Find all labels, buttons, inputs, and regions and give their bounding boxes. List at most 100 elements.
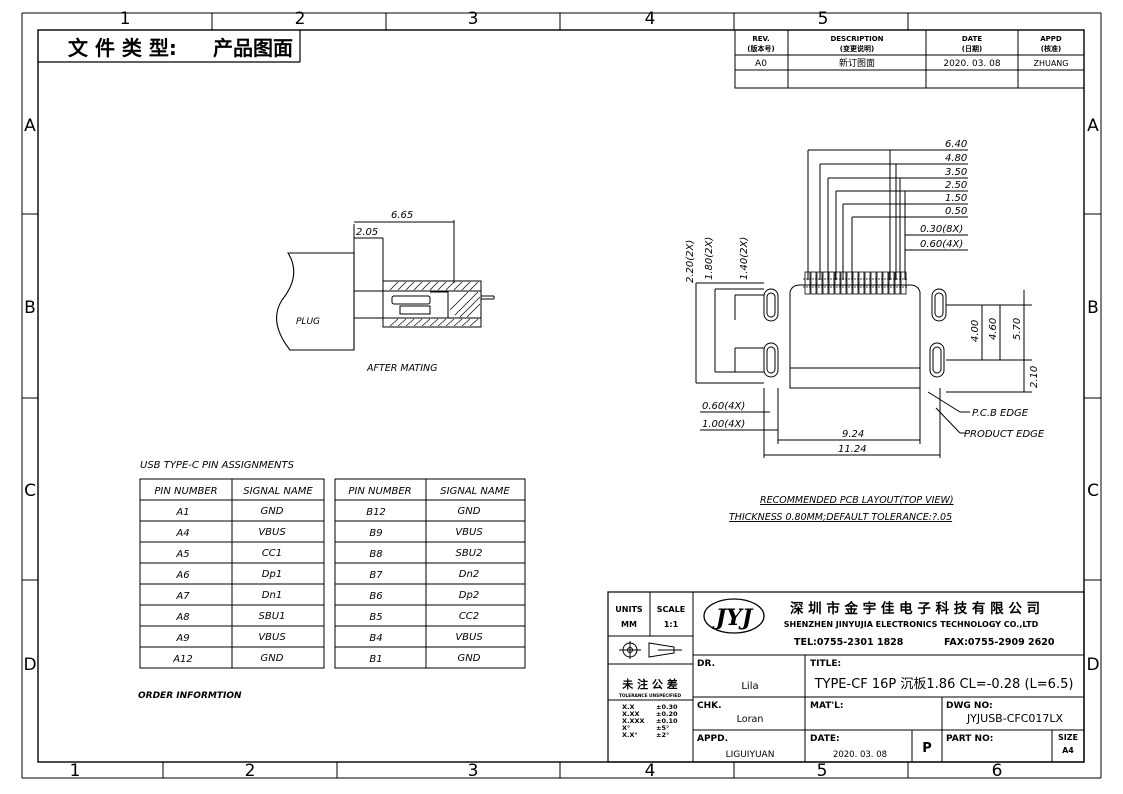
pcb-dim-5-70: 5.70 bbox=[1012, 318, 1023, 340]
after-mating-view bbox=[276, 220, 495, 351]
chk-value: Loran bbox=[737, 714, 764, 725]
pcb-layout bbox=[695, 149, 1032, 458]
revision-table: REV. (版本号) DESCRIPTION (变更说明) DATE (日期) … bbox=[734, 29, 1085, 89]
left-pin-3: A5 bbox=[175, 549, 189, 560]
right-pin-1: B12 bbox=[366, 507, 386, 518]
pcb-dim-2-10: 2.10 bbox=[1029, 366, 1040, 388]
title-block: UNITS MM SCALE 1:1 JYJ 深 圳 市 金 宇 佳 电 子 科… bbox=[607, 591, 1085, 763]
tol-val-3: ±0.10 bbox=[656, 717, 678, 725]
zone-top-3: 3 bbox=[468, 9, 479, 29]
right-pin-4: B7 bbox=[369, 570, 383, 581]
pcb-dim-4-60: 4.60 bbox=[988, 318, 999, 340]
date-value: 2020. 03. 08 bbox=[943, 59, 1001, 69]
right-sig-1: GND bbox=[458, 506, 481, 517]
pcb-dim-11-24: 11.24 bbox=[838, 444, 867, 455]
scale-label: SCALE bbox=[657, 605, 685, 614]
date-value: 2020. 03. 08 bbox=[833, 750, 887, 760]
appd-value: ZHUANG bbox=[1033, 59, 1068, 68]
zone-bottom-2: 2 bbox=[245, 761, 256, 781]
right-sig-5: Dp2 bbox=[459, 590, 479, 601]
zone-bottom-3: 3 bbox=[468, 761, 479, 781]
company-name-en: SHENZHEN JINYUJIA ELECTRONICS TECHNOLOGY… bbox=[784, 620, 1039, 629]
pcb-dim-3-50: 3.50 bbox=[945, 167, 967, 178]
product-edge-label: PRODUCT EDGE bbox=[964, 429, 1045, 440]
pcb-dim-1-80: 1.80(2X) bbox=[704, 237, 715, 280]
desc-value: 新订图面 bbox=[839, 57, 875, 69]
tol-val-4: ±5° bbox=[656, 724, 669, 732]
company-logo: JYJ bbox=[712, 605, 754, 631]
left-pin-4: A6 bbox=[175, 570, 189, 581]
right-pin-8: B1 bbox=[369, 654, 382, 665]
appd-header-cn: (核准) bbox=[1041, 44, 1061, 53]
left-sig-1: GND bbox=[261, 506, 284, 517]
left-pin-1: A1 bbox=[175, 507, 189, 518]
right-sig-7: VBUS bbox=[455, 632, 483, 643]
pcb-dim-0-30: 0.30(8X) bbox=[920, 224, 963, 235]
pcb-dim-9-24: 9.24 bbox=[842, 429, 864, 440]
pcb-captions: RECOMMENDED PCB LAYOUT(TOP VIEW) THICKNE… bbox=[729, 495, 954, 523]
left-sig-3: CC1 bbox=[262, 548, 282, 559]
right-sig-2: VBUS bbox=[455, 527, 483, 538]
mat-label: MAT'L: bbox=[810, 701, 843, 711]
tol-val-1: ±0.30 bbox=[656, 703, 678, 711]
zone-top-2: 2 bbox=[295, 9, 306, 29]
left-sig-5: Dn1 bbox=[262, 590, 282, 601]
zone-top-5: 5 bbox=[818, 9, 829, 29]
pcb-dim-0-50: 0.50 bbox=[945, 206, 967, 217]
pcb-dim-4-80: 4.80 bbox=[945, 153, 967, 164]
pcb-caption-1: RECOMMENDED PCB LAYOUT(TOP VIEW) bbox=[760, 495, 954, 506]
left-sig-7: VBUS bbox=[258, 632, 286, 643]
date-header: DATE bbox=[962, 35, 982, 43]
right-pin-2: B9 bbox=[369, 528, 382, 539]
date-label: DATE: bbox=[810, 734, 840, 744]
units-label: UNITS bbox=[615, 605, 643, 614]
company-fax: FAX:0755-2909 2620 bbox=[944, 637, 1055, 648]
appd-value: LIGUIYUAN bbox=[726, 750, 775, 760]
tol-val-2: ±0.20 bbox=[656, 710, 678, 718]
mating-dim-total: 6.65 bbox=[391, 210, 413, 221]
tolerance-en: TOLERANCE UNSPECIFIED bbox=[619, 693, 682, 699]
zone-bottom-4: 4 bbox=[645, 761, 656, 781]
scale-value: 1:1 bbox=[664, 620, 679, 629]
date-header-cn: (日期) bbox=[962, 44, 982, 53]
zone-right-C: C bbox=[1087, 481, 1099, 501]
doc-type-value: 产品图面 bbox=[213, 36, 293, 60]
pcb-dim-1-00-4x: 1.00(4X) bbox=[702, 419, 745, 430]
doc-type-label: 文 件 类 型: bbox=[68, 36, 177, 60]
pcb-dimensions: 6.40 4.80 3.50 2.50 1.50 0.50 0.30(8X) 0… bbox=[685, 139, 1045, 455]
zone-bottom-5: 5 bbox=[817, 761, 828, 781]
pcb-dim-4-00: 4.00 bbox=[970, 320, 981, 342]
pcb-dim-6-40: 6.40 bbox=[945, 139, 967, 150]
zone-right-B: B bbox=[1087, 298, 1099, 318]
company-name-cn: 深 圳 市 金 宇 佳 电 子 科 技 有 限 公 司 bbox=[790, 600, 1040, 617]
rev-header-cn: (版本号) bbox=[747, 44, 774, 53]
pcb-dim-2-50: 2.50 bbox=[945, 180, 967, 191]
right-pin-3: B8 bbox=[369, 549, 382, 560]
dr-value: Lila bbox=[741, 681, 758, 692]
right-sig-8: GND bbox=[458, 653, 481, 664]
chk-label: CHK. bbox=[697, 701, 722, 711]
right-pin-5: B6 bbox=[369, 591, 382, 602]
zone-right-D: D bbox=[1086, 655, 1099, 675]
left-sig-4: Dp1 bbox=[262, 569, 282, 580]
tol-key-2: X.XX bbox=[622, 710, 640, 718]
dwg-label: DWG NO: bbox=[946, 701, 993, 711]
zone-top-1: 1 bbox=[120, 9, 131, 29]
left-pin-8: A12 bbox=[172, 654, 193, 665]
zone-left-B: B bbox=[24, 298, 36, 318]
right-sig-6: CC2 bbox=[459, 611, 479, 622]
right-sig-4: Dn2 bbox=[459, 569, 479, 580]
doc-type-box: 文 件 类 型: 产品图面 bbox=[38, 30, 301, 63]
pcb-dim-1-40: 1.40(2X) bbox=[739, 237, 750, 280]
tol-key-1: X.X bbox=[622, 703, 635, 711]
company-tel: TEL:0755-2301 1828 bbox=[794, 637, 904, 648]
left-sig-2: VBUS bbox=[258, 527, 286, 538]
left-pin-7: A9 bbox=[175, 633, 189, 644]
left-pin-6: A8 bbox=[175, 612, 189, 623]
desc-header: DESCRIPTION bbox=[830, 35, 883, 43]
left-pin-2: A4 bbox=[175, 528, 189, 539]
zone-labels: 1 2 3 4 5 1 2 3 4 5 6 A B C D A B C D bbox=[23, 9, 1099, 781]
pcb-dim-2-20: 2.20(2X) bbox=[685, 240, 696, 283]
tolerance-cn: 未 注 公 差 bbox=[621, 677, 678, 691]
